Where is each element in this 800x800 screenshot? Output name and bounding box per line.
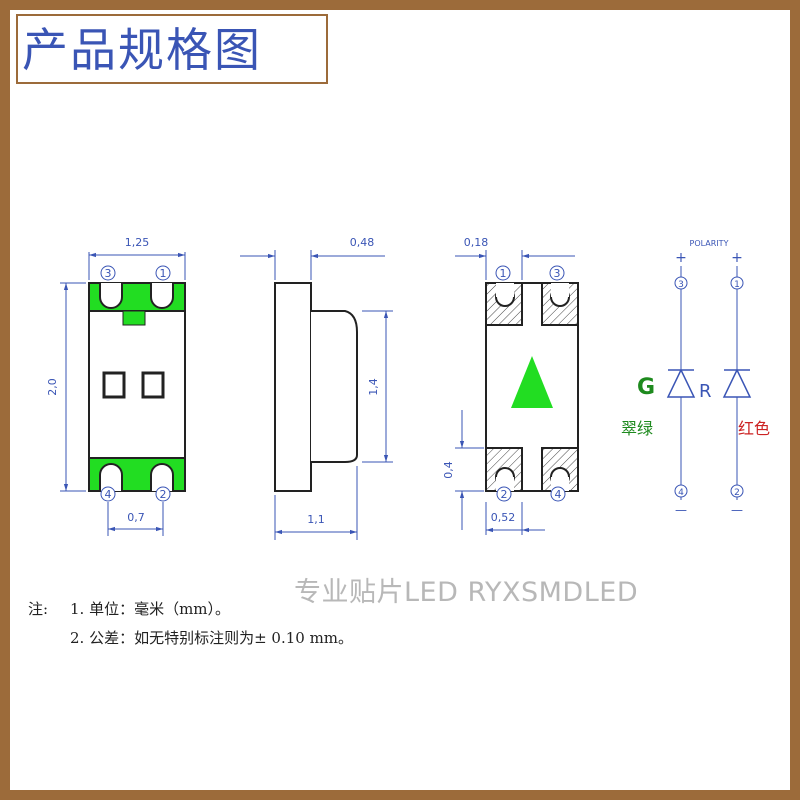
dim-side-height: 1,4 [367, 378, 380, 396]
back-pin-4: 4 [555, 488, 562, 501]
dim-back-bottom: 0,52 [491, 511, 516, 524]
polarity-schematic: POLARITY + + — — 3 4 1 2 [666, 239, 752, 517]
polarity-red-text: 红色 [738, 419, 771, 438]
polarity-r-label: R [699, 381, 712, 402]
pol-green-pin-4: 4 [678, 488, 684, 498]
front-pin-2: 2 [160, 488, 167, 501]
polarity-green-text: 翠绿 [621, 419, 654, 438]
notes-label: 注: [28, 600, 49, 618]
side-lens [311, 310, 358, 463]
dim-back-top: 0,18 [464, 236, 489, 249]
page-title: 产品规格图 [22, 23, 262, 77]
polarity-label: POLARITY [690, 239, 729, 248]
minus-sign-red: — [731, 503, 743, 517]
dim-back-side: 0,4 [442, 461, 455, 479]
minus-sign-green: — [675, 503, 687, 517]
pol-green-pin-3: 3 [678, 280, 684, 290]
front-pin-1: 1 [160, 267, 167, 280]
note-line-1: 1. 单位：毫米（mm）。 [70, 600, 231, 618]
dim-front-bottom: 0,7 [127, 511, 145, 524]
pol-red-pin-1: 1 [734, 280, 740, 290]
front-view: 1,25 2,0 3 1 [46, 236, 186, 536]
dim-front-height: 2,0 [46, 378, 59, 396]
front-chip-left [102, 371, 126, 399]
back-pin-1: 1 [500, 267, 507, 280]
back-pin-3: 3 [554, 267, 561, 280]
dim-side-width: 0,48 [350, 236, 375, 249]
back-polarity-triangle [511, 356, 553, 408]
watermark: 专业贴片LED RYXSMDLED [294, 577, 639, 608]
polarity-g-label: G [637, 375, 656, 400]
diode-green [666, 368, 696, 398]
front-pin-4: 4 [105, 488, 112, 501]
back-pin-2: 2 [501, 488, 508, 501]
diode-red [722, 368, 752, 398]
back-view: 0,18 1 3 2 4 0,4 [442, 236, 579, 535]
front-chip-right [141, 371, 165, 399]
side-view: 0,48 1,4 1,1 [240, 236, 393, 540]
side-substrate [274, 282, 312, 492]
title-box: 产品规格图 [16, 14, 328, 84]
dim-front-width: 1,25 [125, 236, 150, 249]
note-line-2: 2. 公差：如无特别标注则为± 0.10 mm。 [70, 629, 354, 647]
front-pin-3: 3 [105, 267, 112, 280]
plus-sign-green: + [675, 250, 687, 266]
pol-red-pin-2: 2 [734, 488, 740, 498]
dim-side-bottom: 1,1 [307, 513, 325, 526]
front-green-tab [122, 310, 146, 326]
plus-sign-red: + [731, 250, 743, 266]
